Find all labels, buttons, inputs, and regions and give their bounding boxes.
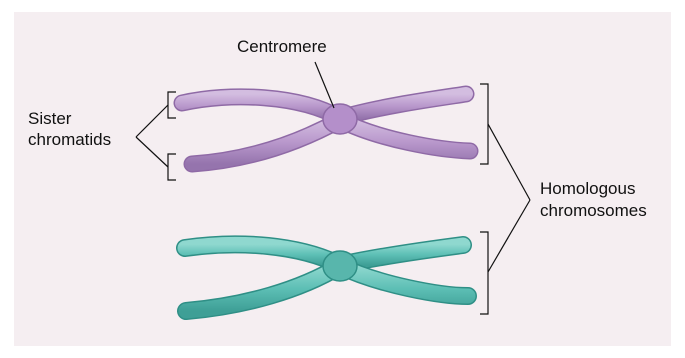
sister-chromatids-label-line2: chromatids: [28, 130, 111, 149]
homologous-chromosomes-label-line1: Homologous: [540, 179, 635, 198]
centromere-label: Centromere: [237, 37, 327, 56]
homologous-pointer-upper: [488, 124, 530, 200]
purple-chromosome: [182, 94, 470, 164]
homologous-bracket-lower: [480, 232, 488, 314]
sister-chromatids-label-line1: Sister: [28, 109, 72, 128]
purple-centromere: [323, 104, 357, 134]
teal-centromere: [323, 251, 357, 281]
homologous-bracket-upper: [480, 84, 488, 164]
sister-chromatid-bracket-lower: [168, 154, 176, 180]
homologous-pointer-lower: [488, 200, 530, 272]
teal-chromosome: [185, 244, 468, 311]
sister-pointer-lower: [136, 137, 168, 167]
homologous-chromosomes-label-line2: chromosomes: [540, 201, 647, 220]
sister-pointer-upper: [136, 105, 168, 137]
